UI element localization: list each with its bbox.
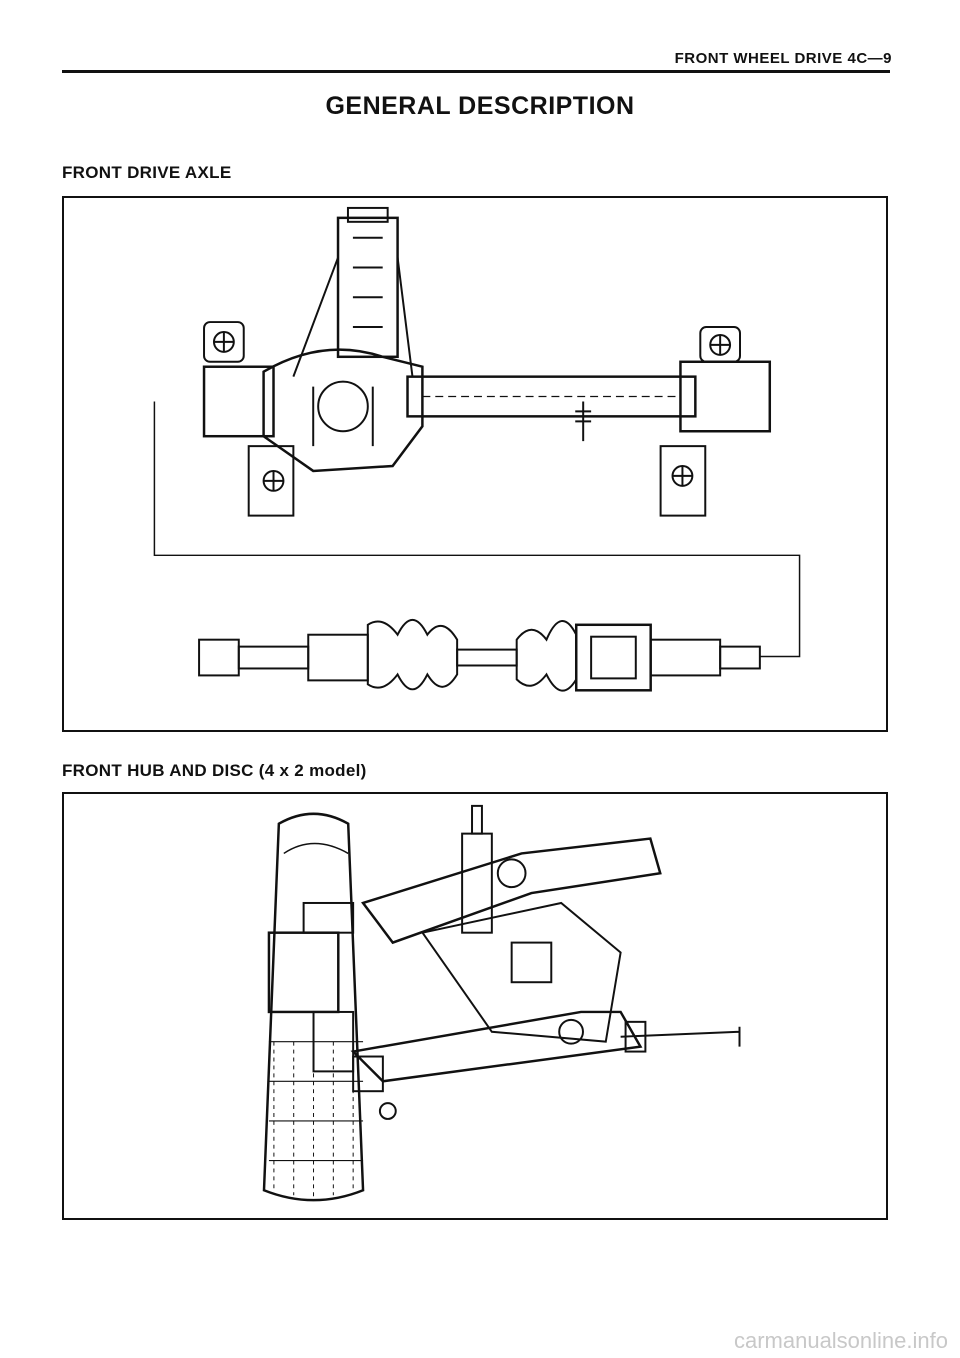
- watermark: carmanualsonline.info: [733, 1328, 948, 1353]
- section-heading-front-hub-and-disc: FRONT HUB AND DISC (4 x 2 model): [62, 761, 367, 780]
- section-heading-front-drive-axle: FRONT DRIVE AXLE: [62, 163, 232, 182]
- header-rule: [62, 70, 890, 73]
- front-drive-axle-illustration: [153, 206, 801, 692]
- page-title: GENERAL DESCRIPTION: [325, 92, 635, 120]
- figure-front-hub-and-disc: [62, 792, 888, 1220]
- figure-front-drive-axle: [62, 196, 888, 732]
- page-header-label: FRONT WHEEL DRIVE 4C—9: [674, 50, 892, 67]
- front-hub-and-disc-illustration: [262, 804, 741, 1202]
